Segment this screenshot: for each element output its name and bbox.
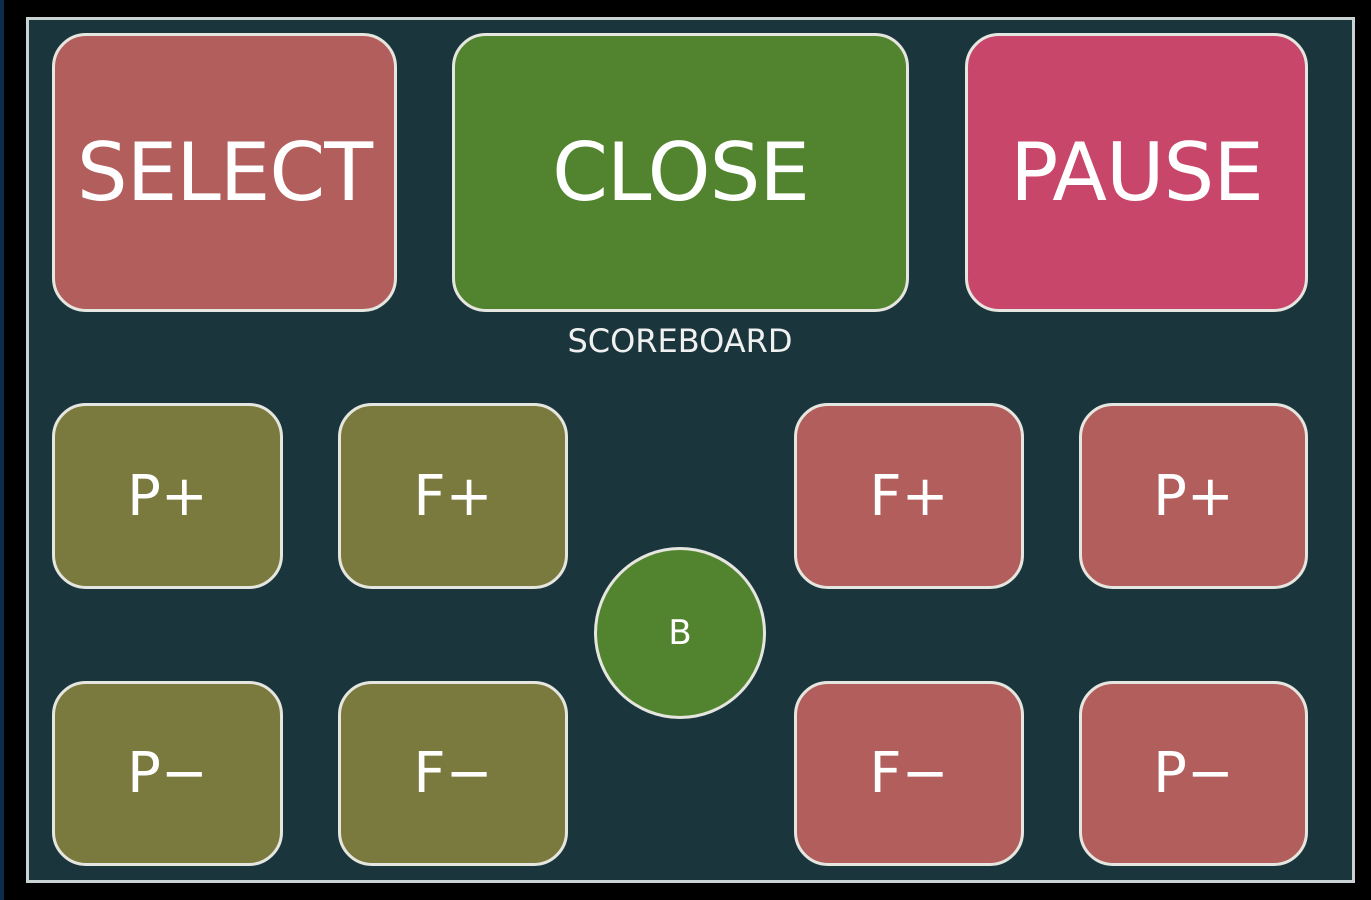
- left-f-minus-button[interactable]: F−: [338, 681, 568, 866]
- pause-label: PAUSE: [1010, 126, 1264, 219]
- button-label: F−: [869, 741, 949, 806]
- close-button[interactable]: CLOSE: [452, 33, 909, 312]
- select-label: SELECT: [76, 126, 373, 219]
- left-p-plus-button[interactable]: P+: [52, 403, 283, 589]
- scoreboard-label: SCOREBOARD: [567, 322, 793, 360]
- button-label: P−: [127, 741, 208, 806]
- pause-button[interactable]: PAUSE: [965, 33, 1308, 312]
- right-p-minus-button[interactable]: P−: [1079, 681, 1308, 866]
- left-f-plus-button[interactable]: F+: [338, 403, 568, 589]
- button-label: F+: [413, 463, 493, 529]
- b-label: B: [668, 613, 692, 653]
- right-f-plus-button[interactable]: F+: [794, 403, 1024, 589]
- right-f-minus-button[interactable]: F−: [794, 681, 1024, 866]
- close-label: CLOSE: [552, 126, 810, 219]
- select-button[interactable]: SELECT: [52, 33, 397, 312]
- button-label: P−: [1153, 741, 1234, 806]
- b-button[interactable]: B: [594, 547, 766, 719]
- right-p-plus-button[interactable]: P+: [1079, 403, 1308, 589]
- button-label: F−: [413, 741, 493, 806]
- window-edge: [0, 0, 4, 900]
- button-label: P+: [1153, 463, 1234, 529]
- button-label: F+: [869, 463, 949, 529]
- left-p-minus-button[interactable]: P−: [52, 681, 283, 866]
- button-label: P+: [127, 463, 208, 529]
